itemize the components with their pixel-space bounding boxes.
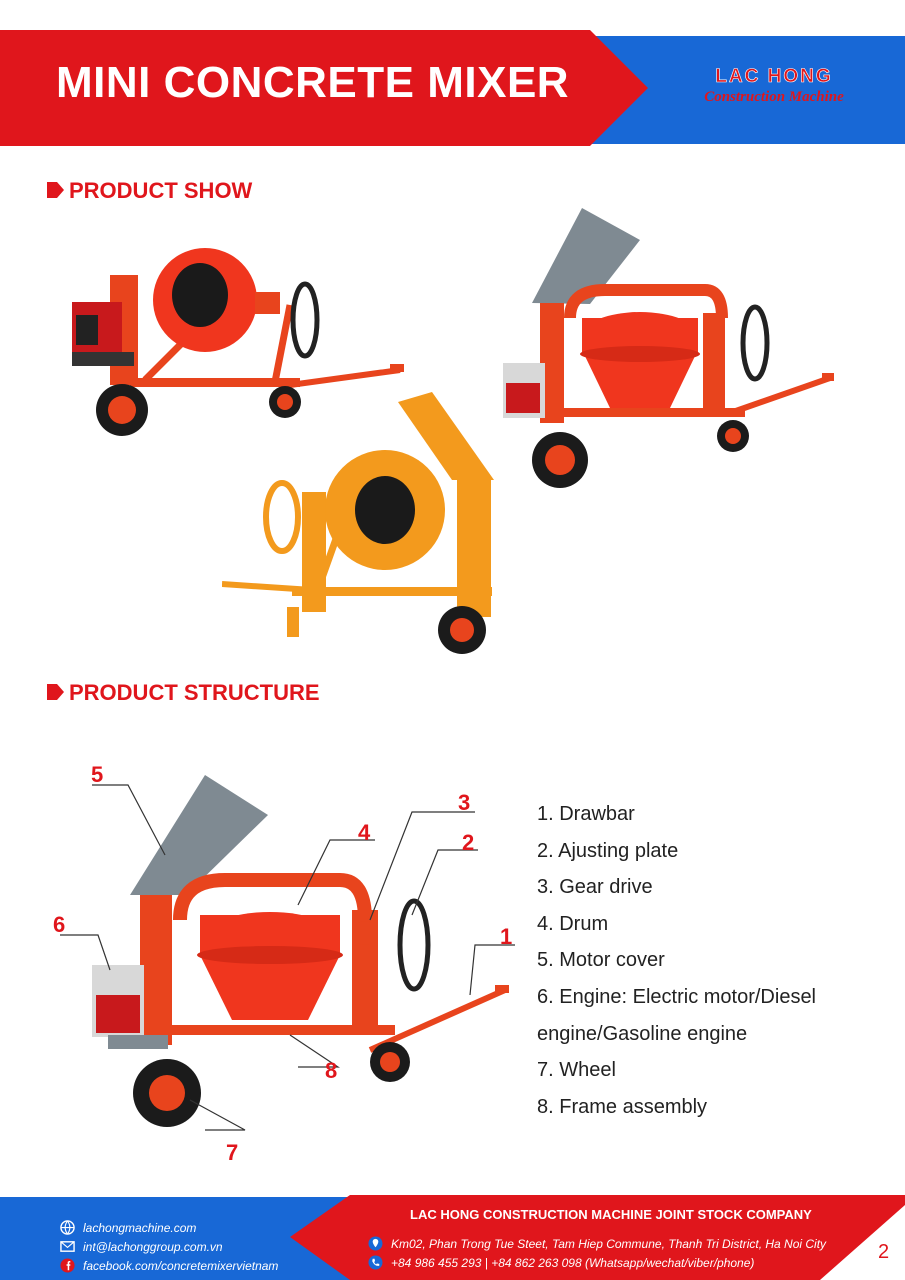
list-item: 2. Ajusting plate — [537, 839, 679, 862]
list-item: 8. Frame assembly — [537, 1095, 708, 1118]
address-text: Km02, Phan Trong Tue Steet, Tam Hiep Com… — [391, 1236, 827, 1251]
section-heading-product-show: PRODUCT SHOW — [69, 178, 253, 203]
footer-website[interactable]: lachongmachine.com — [60, 1220, 196, 1235]
callout-3: 3 — [458, 790, 471, 815]
location-icon — [368, 1236, 383, 1251]
footer-phone[interactable]: +84 986 455 293 | +84 862 263 098 (Whats… — [368, 1255, 754, 1270]
footer-facebook[interactable]: facebook.com/concretemixervietnam — [60, 1258, 278, 1273]
callout-6: 6 — [53, 912, 66, 937]
email-text: int@lachonggroup.com.vn — [83, 1239, 223, 1254]
list-item: engine/Gasoline engine — [537, 1022, 748, 1045]
brand-logo: LAC HONG Construction Machine — [688, 66, 860, 106]
facebook-icon — [60, 1258, 75, 1273]
list-item: 1. Drawbar — [537, 803, 635, 825]
callout-8: 8 — [325, 1058, 338, 1083]
page-number: 2 — [878, 1241, 890, 1263]
section-heading-product-structure: PRODUCT STRUCTURE — [69, 680, 320, 705]
list-item: 3. Gear drive — [537, 876, 653, 899]
page-title: MINI CONCRETE MIXER — [56, 58, 570, 107]
mixer-orange-image — [222, 392, 494, 654]
facebook-text: facebook.com/concretemixervietnam — [83, 1258, 279, 1273]
callout-4: 4 — [358, 820, 371, 845]
header-red-banner — [0, 30, 648, 146]
list-item: 5. Motor cover — [537, 949, 665, 972]
callout-5: 5 — [91, 762, 104, 787]
company-name: LAC HONG CONSTRUCTION MACHINE JOINT STOC… — [410, 1207, 812, 1222]
structure-list: 1. Drawbar 2. Ajusting plate 3. Gear dri… — [537, 796, 867, 1125]
footer-red-panel — [290, 1195, 905, 1280]
website-text: lachongmachine.com — [83, 1220, 197, 1235]
mail-icon — [60, 1241, 75, 1252]
list-item: 7. Wheel — [537, 1059, 616, 1082]
section-marker-icon — [47, 182, 64, 198]
list-item: 6. Engine: Electric motor/Diesel — [537, 985, 817, 1008]
mixer-gasoline-image — [503, 208, 834, 488]
footer-email[interactable]: int@lachonggroup.com.vn — [60, 1239, 223, 1254]
callout-1: 1 — [500, 924, 513, 949]
phone-icon — [368, 1255, 383, 1270]
structure-diagram — [60, 775, 515, 1131]
logo-sub-text: Construction Machine — [704, 89, 844, 105]
footer-address: Km02, Phan Trong Tue Steet, Tam Hiep Com… — [368, 1236, 826, 1251]
callout-2: 2 — [462, 830, 475, 855]
logo-main-text: LAC HONG — [715, 66, 833, 88]
phone-text: +84 986 455 293 | +84 862 263 098 (Whats… — [391, 1255, 755, 1270]
list-item: 4. Drum — [537, 912, 609, 935]
callout-7: 7 — [226, 1140, 239, 1165]
web-icon — [60, 1220, 75, 1235]
section-marker-icon — [47, 684, 64, 700]
mixer-diesel-image — [72, 248, 404, 436]
